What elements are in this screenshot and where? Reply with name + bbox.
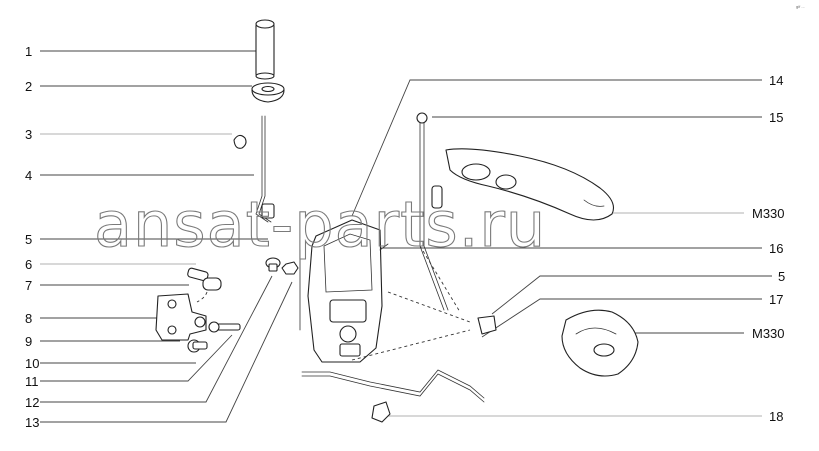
callout-10: 10: [25, 356, 39, 371]
part-10-screw: [187, 339, 208, 353]
callout-5-left: 5: [25, 232, 32, 247]
part-15-rod: [416, 112, 449, 311]
part-m330-inner-handle: [561, 309, 639, 377]
part-12-washer: [265, 257, 281, 272]
callout-4: 4: [25, 168, 32, 183]
part-8-bracket: [155, 293, 207, 341]
callout-12: 12: [25, 395, 39, 410]
assembly-dashes: [351, 245, 471, 361]
part-14-lock: [299, 219, 389, 363]
part-6-7-screw: [187, 267, 222, 303]
part-13-nut: [281, 261, 299, 275]
part-9-bolt: [208, 321, 241, 333]
watermark: ansat-parts.ru: [94, 188, 546, 261]
callout-13: 13: [25, 415, 39, 430]
callout-3: 3: [25, 127, 32, 142]
leader-lines: [40, 50, 772, 423]
callout-16: 16: [769, 241, 783, 256]
callout-15: 15: [769, 110, 783, 125]
callout-17: 17: [769, 292, 783, 307]
right-callouts: 14 15 M330 16 5 17 M330 18: [752, 73, 785, 424]
part-1-sleeve: [255, 19, 275, 80]
part-m330-handle: [445, 148, 615, 221]
callout-6: 6: [25, 257, 32, 272]
part-17-rod: [301, 369, 485, 403]
callout-8: 8: [25, 311, 32, 326]
left-callouts: 1 2 3 4 5 6 7 8 9 10 11 12 13: [25, 44, 39, 430]
callout-9: 9: [25, 334, 32, 349]
callout-14: 14: [769, 73, 783, 88]
callout-5-right: 5: [778, 269, 785, 284]
part-2-cap: [251, 82, 285, 103]
callout-m330-bottom: M330: [752, 326, 785, 341]
callout-11: 11: [25, 374, 39, 389]
callout-m330-top: M330: [752, 206, 785, 221]
callout-2: 2: [25, 79, 32, 94]
callout-7: 7: [25, 278, 32, 293]
part-18-clip: [371, 401, 391, 423]
part-5-clip: [477, 315, 497, 335]
part-3-clip: [233, 134, 247, 149]
corner-mark: gif ...: [796, 4, 805, 9]
part-4-rod: [255, 115, 275, 223]
callout-1: 1: [25, 44, 32, 59]
callout-18: 18: [769, 409, 783, 424]
